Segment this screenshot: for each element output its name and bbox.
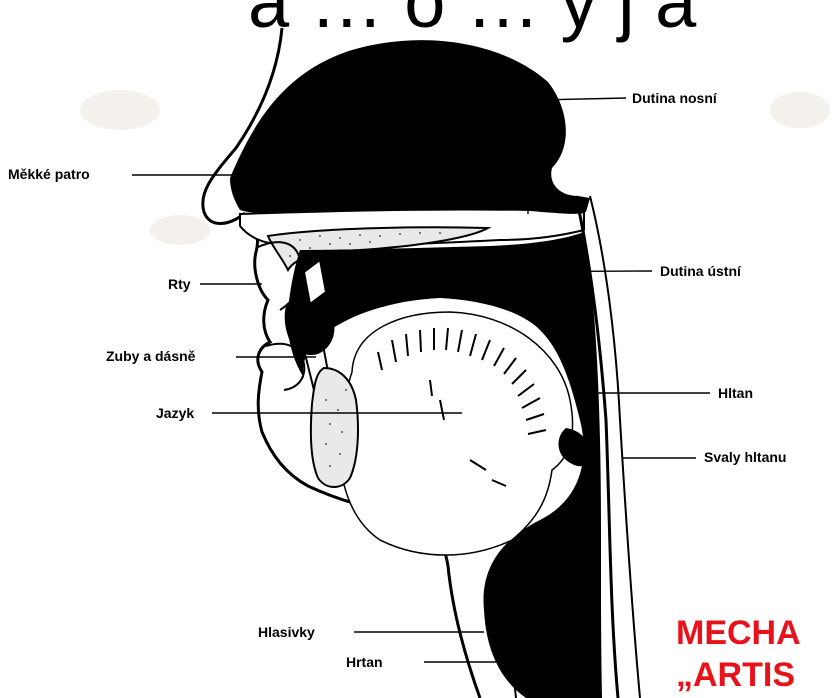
mandible <box>311 368 358 487</box>
red-caption-line2: „ARTIS <box>676 656 795 694</box>
label-dutina-ustni: Dutina ústní <box>660 263 741 279</box>
label-zuby-a-dasne: Zuby a dásně <box>106 348 195 364</box>
red-caption-line1: MECHA <box>676 614 801 652</box>
nasal-cavity <box>230 40 590 214</box>
label-dutina-nosni: Dutina nosní <box>632 90 717 106</box>
label-hrtan: Hrtan <box>346 654 383 670</box>
tongue <box>340 312 573 555</box>
label-hltan: Hltan <box>718 385 753 401</box>
label-hlasivky: Hlasivky <box>258 624 315 640</box>
label-rty: Rty <box>168 276 191 292</box>
label-svaly-hltanu: Svaly hltanu <box>704 449 786 465</box>
label-mekke-patro: Měkké patro <box>8 166 90 182</box>
label-jazyk: Jazyk <box>156 405 194 421</box>
